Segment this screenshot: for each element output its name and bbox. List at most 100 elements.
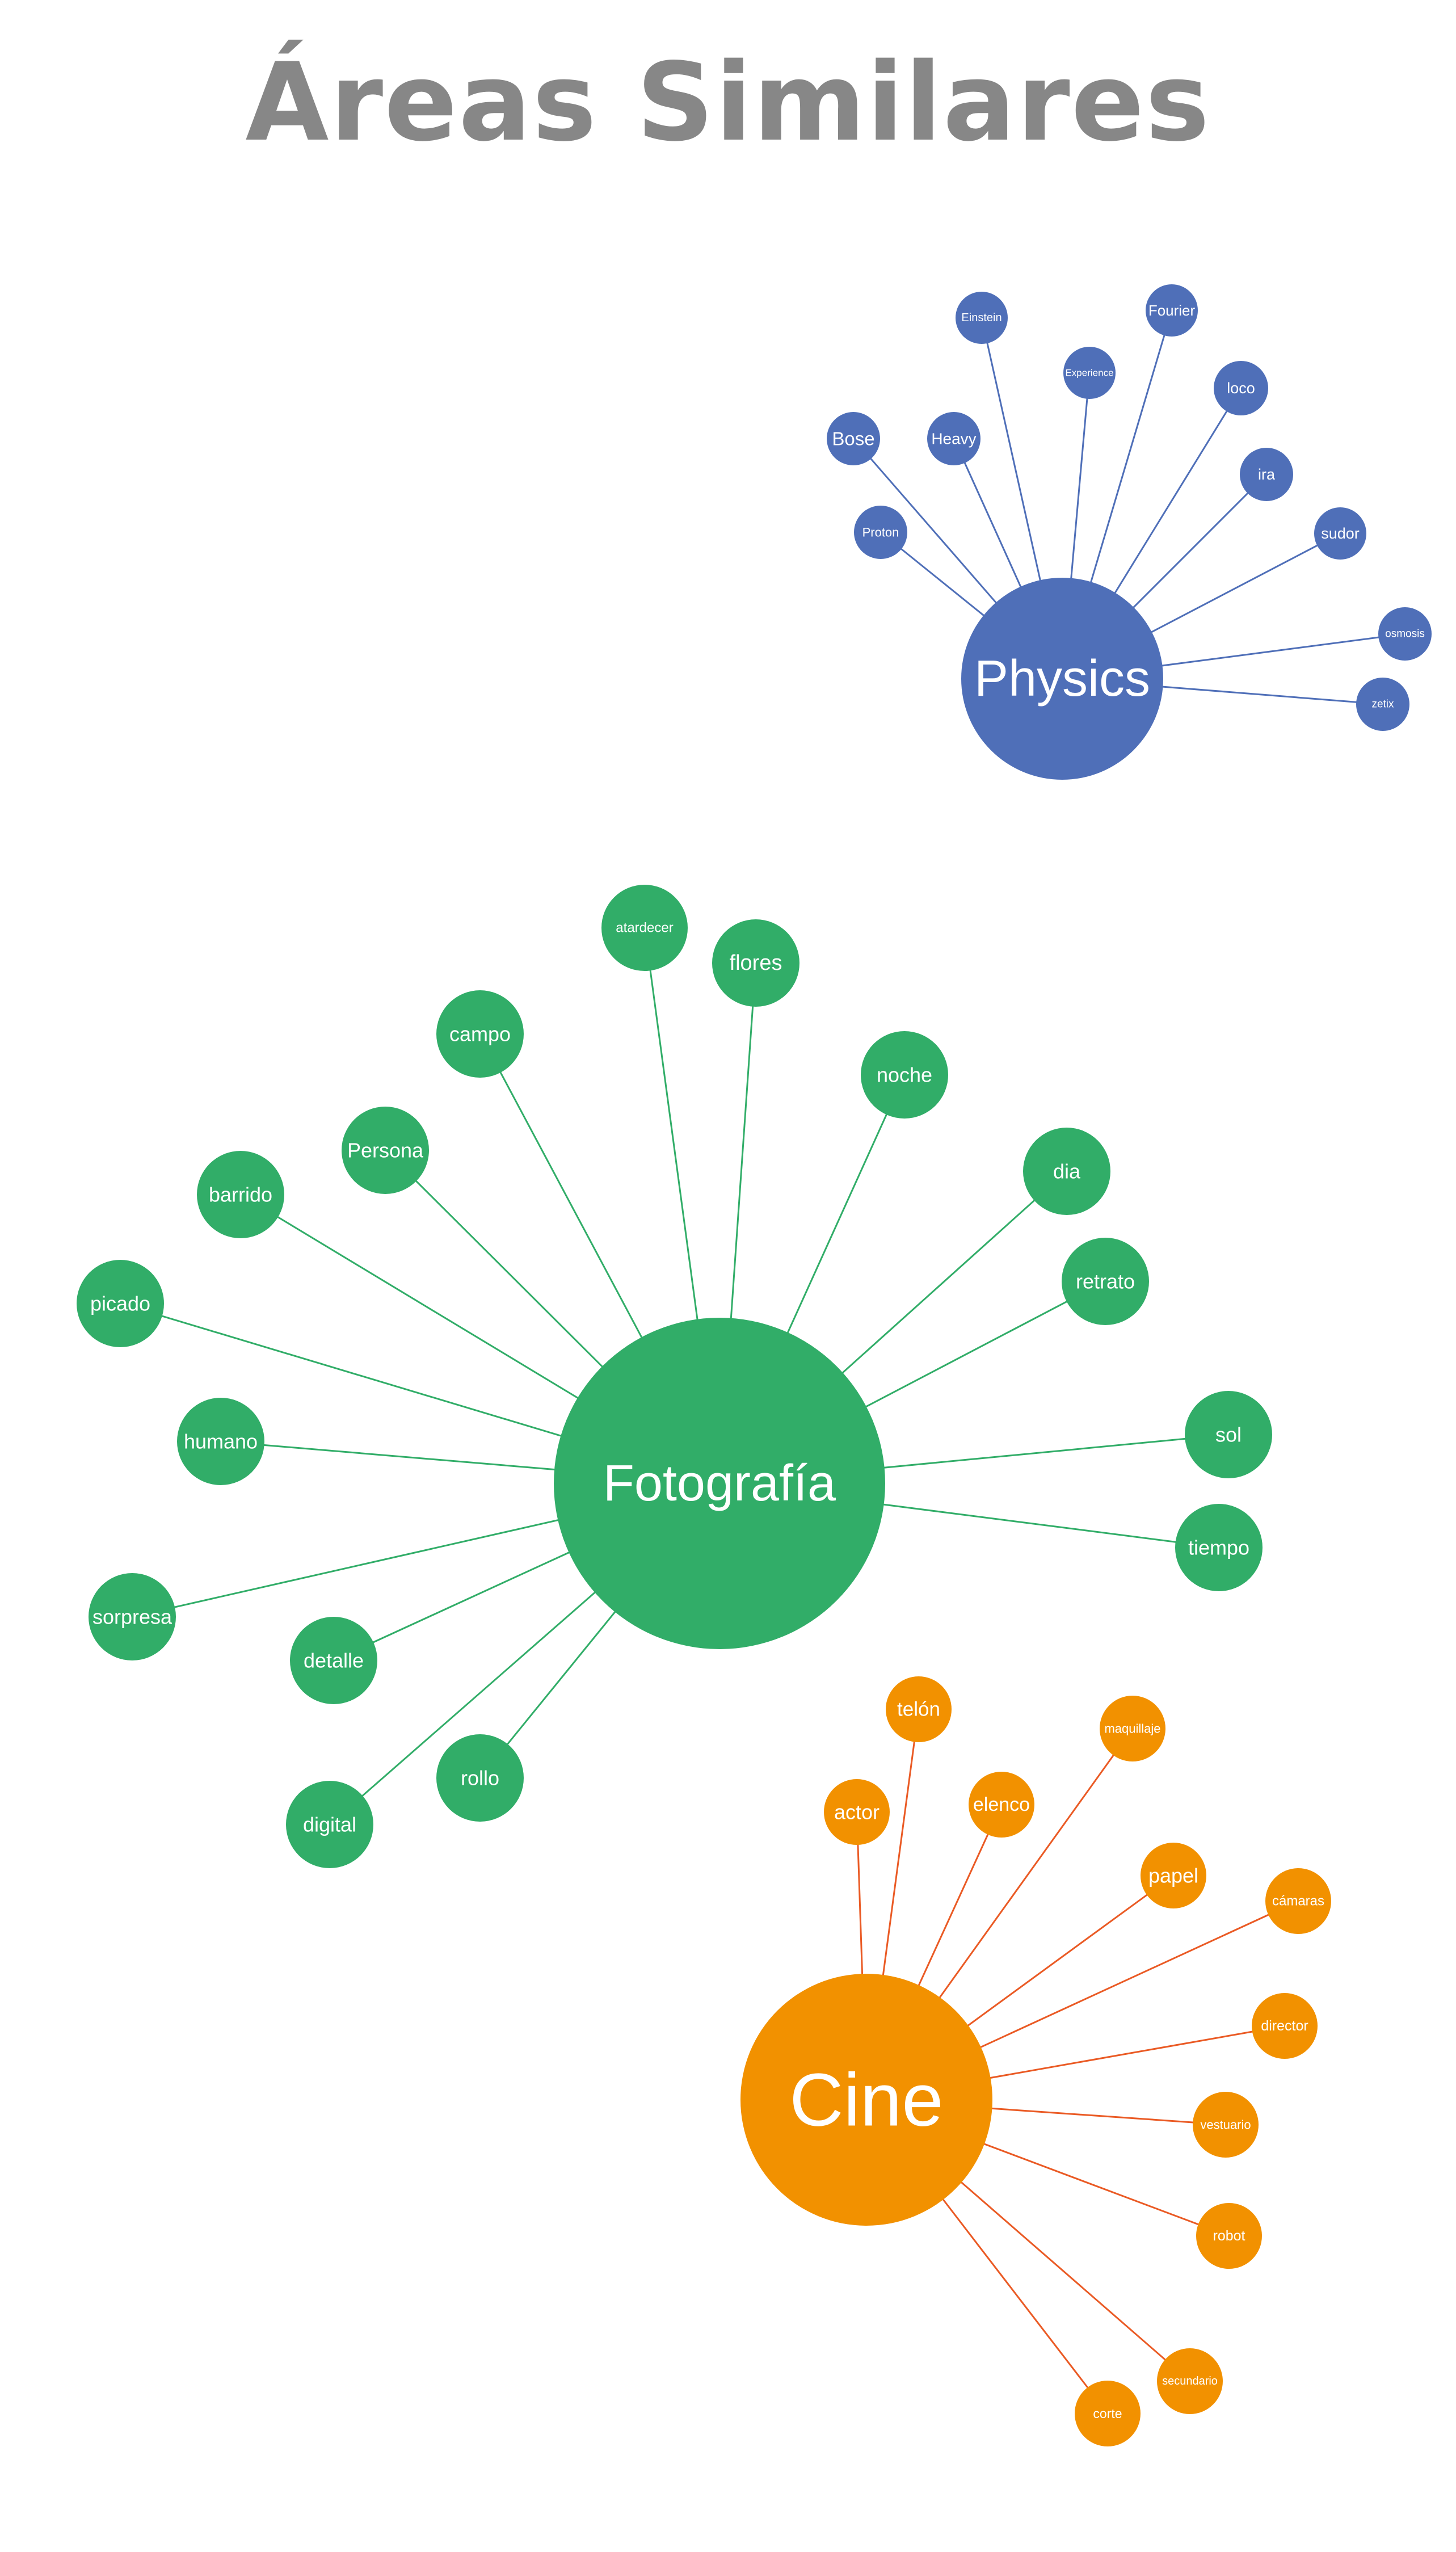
cine-hub-label: Cine	[789, 2058, 943, 2142]
physics-node: loco	[1214, 361, 1268, 415]
cine-hub-circle	[740, 1974, 992, 2226]
fotografia-node-circle	[290, 1617, 377, 1704]
fotografia-node-label: Persona	[347, 1139, 424, 1162]
physics-node: Proton	[854, 506, 907, 559]
cine-node-circle	[1157, 2348, 1223, 2414]
physics-hub: Physics	[961, 578, 1163, 780]
cine-node-circle	[1193, 2092, 1259, 2158]
fotografia-node: sol	[1185, 1391, 1272, 1478]
cine-node-circle	[1075, 2381, 1141, 2446]
physics-node-label: Bose	[832, 428, 874, 449]
physics-node-circle	[827, 412, 880, 465]
fotografia-node: tiempo	[1175, 1504, 1263, 1591]
fotografia-node-label: retrato	[1076, 1270, 1135, 1293]
fotografia-node-circle	[177, 1398, 264, 1485]
physics-node-label: zetix	[1371, 699, 1394, 710]
fotografia-node-circle	[89, 1573, 176, 1660]
physics-node-circle	[1314, 507, 1366, 560]
physics-node-label: Proton	[862, 525, 899, 540]
fotografia-node: dia	[1023, 1128, 1110, 1215]
fotografia-node-circle	[436, 990, 524, 1078]
fotografia-node-circle	[1023, 1128, 1110, 1215]
fotografia-node-circle	[436, 1734, 524, 1822]
physics-node-circle	[927, 412, 981, 465]
cine-node: director	[1252, 1993, 1318, 2059]
physics-node: Heavy	[927, 412, 981, 465]
physics-node-circle	[854, 506, 907, 559]
physics-node-label: osmosis	[1385, 628, 1425, 640]
fotografia-hub: Fotografía	[554, 1318, 885, 1649]
fotografia-node-label: digital	[303, 1813, 356, 1836]
physics-node: zetix	[1356, 678, 1409, 731]
fotografia-node-label: atardecer	[616, 920, 673, 936]
cine-node: robot	[1196, 2203, 1262, 2269]
fotografia-node: noche	[861, 1031, 948, 1119]
fotografia-node-label: rollo	[461, 1767, 499, 1790]
cine-node-label: papel	[1148, 1864, 1198, 1887]
fotografia-hub-circle	[554, 1318, 885, 1649]
fotografia-node-circle	[342, 1107, 429, 1194]
cine-node-circle	[886, 1676, 952, 1742]
fotografia-node-label: detalle	[304, 1649, 364, 1672]
fotografia-node: picado	[77, 1260, 164, 1347]
cine-node-label: director	[1261, 2018, 1308, 2034]
cine-node: secundario	[1157, 2348, 1223, 2414]
physics-node-label: sudor	[1321, 525, 1360, 542]
fotografia-node: Persona	[342, 1107, 429, 1194]
fotografia-node-label: tiempo	[1188, 1536, 1249, 1559]
physics-node-label: Fourier	[1148, 302, 1196, 319]
physics-node: ira	[1240, 448, 1293, 501]
cine-node-circle	[969, 1772, 1034, 1838]
fotografia-node-label: noche	[877, 1063, 932, 1087]
cine-node: elenco	[969, 1772, 1034, 1838]
cine-node-label: secundario	[1162, 2375, 1218, 2387]
fotografia-node-circle	[286, 1781, 373, 1868]
physics-node-circle	[1378, 607, 1432, 661]
cine-node: telón	[886, 1676, 952, 1742]
physics-node: Fourier	[1146, 284, 1198, 337]
fotografia-node: detalle	[290, 1617, 377, 1704]
fotografia-node-circle	[712, 919, 799, 1007]
cine-node-circle	[1100, 1696, 1165, 1761]
fotografia-node-label: campo	[449, 1023, 511, 1046]
fotografia-node-label: flores	[730, 951, 782, 975]
fotografia-node-label: barrido	[209, 1183, 272, 1206]
fotografia-node: campo	[436, 990, 524, 1078]
physics-node: Experience	[1063, 347, 1116, 399]
fotografia-node-label: picado	[90, 1292, 150, 1315]
physics-node: Einstein	[956, 292, 1008, 344]
cine-node: actor	[824, 1779, 890, 1845]
cine-node: vestuario	[1193, 2092, 1259, 2158]
physics-hub-label: Physics	[974, 650, 1150, 707]
fotografia-node: retrato	[1062, 1238, 1149, 1325]
cine-node-circle	[1252, 1993, 1318, 2059]
physics-node-label: Experience	[1065, 368, 1113, 379]
physics-node-label: ira	[1258, 466, 1276, 483]
fotografia-node: flores	[712, 919, 799, 1007]
cine-hub: Cine	[740, 1974, 992, 2226]
cine-node-label: telón	[897, 1698, 940, 1721]
fotografia-node-circle	[861, 1031, 948, 1119]
fotografia-node-label: sorpresa	[92, 1605, 172, 1629]
fotografia-node-circle	[1175, 1504, 1263, 1591]
fotografia-node: atardecer	[601, 885, 688, 971]
physics-node: osmosis	[1378, 607, 1432, 661]
page-title: Áreas Similares	[245, 40, 1211, 165]
fotografia-node-circle	[1062, 1238, 1149, 1325]
physics-node-circle	[1063, 347, 1116, 399]
fotografia-node-circle	[77, 1260, 164, 1347]
fotografia-node-circle	[601, 885, 688, 971]
physics-node-circle	[1146, 284, 1198, 337]
fotografia-node: rollo	[436, 1734, 524, 1822]
physics-node: Bose	[827, 412, 880, 465]
physics-hub-circle	[961, 578, 1163, 780]
physics-node-label: Heavy	[931, 430, 976, 448]
cine-node-label: elenco	[973, 1794, 1030, 1815]
fotografia-node-circle	[1185, 1391, 1272, 1478]
fotografia-node: digital	[286, 1781, 373, 1868]
fotografia-hub-label: Fotografía	[603, 1455, 836, 1512]
